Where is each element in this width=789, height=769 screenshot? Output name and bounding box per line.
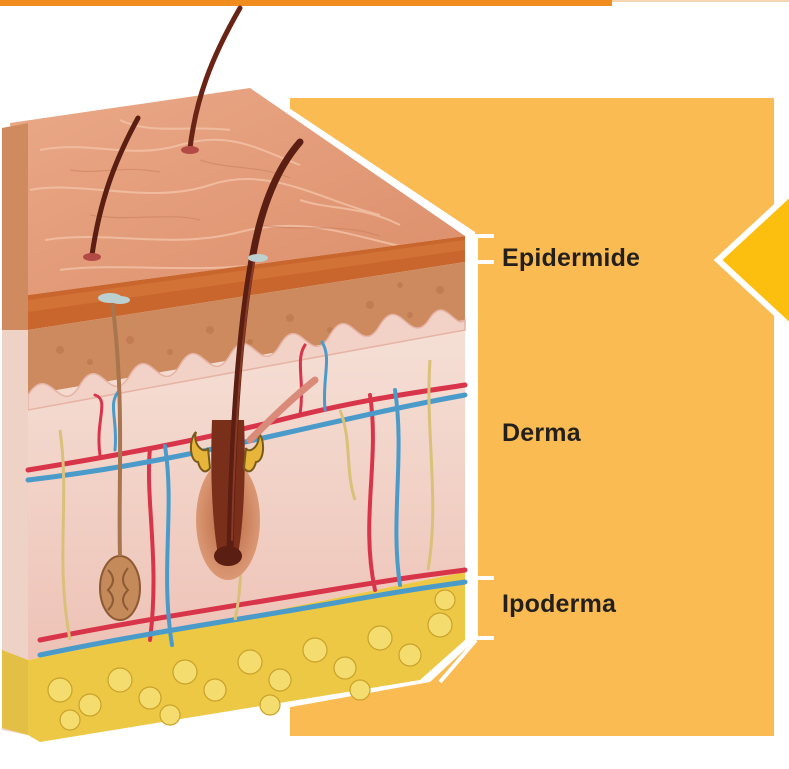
epidermide-label: Epidermide (502, 244, 640, 273)
top-bar-fade (612, 0, 789, 2)
top-bar (0, 0, 612, 6)
ipoderma-label: Ipoderma (502, 590, 616, 619)
derma-label: Derma (502, 419, 581, 448)
